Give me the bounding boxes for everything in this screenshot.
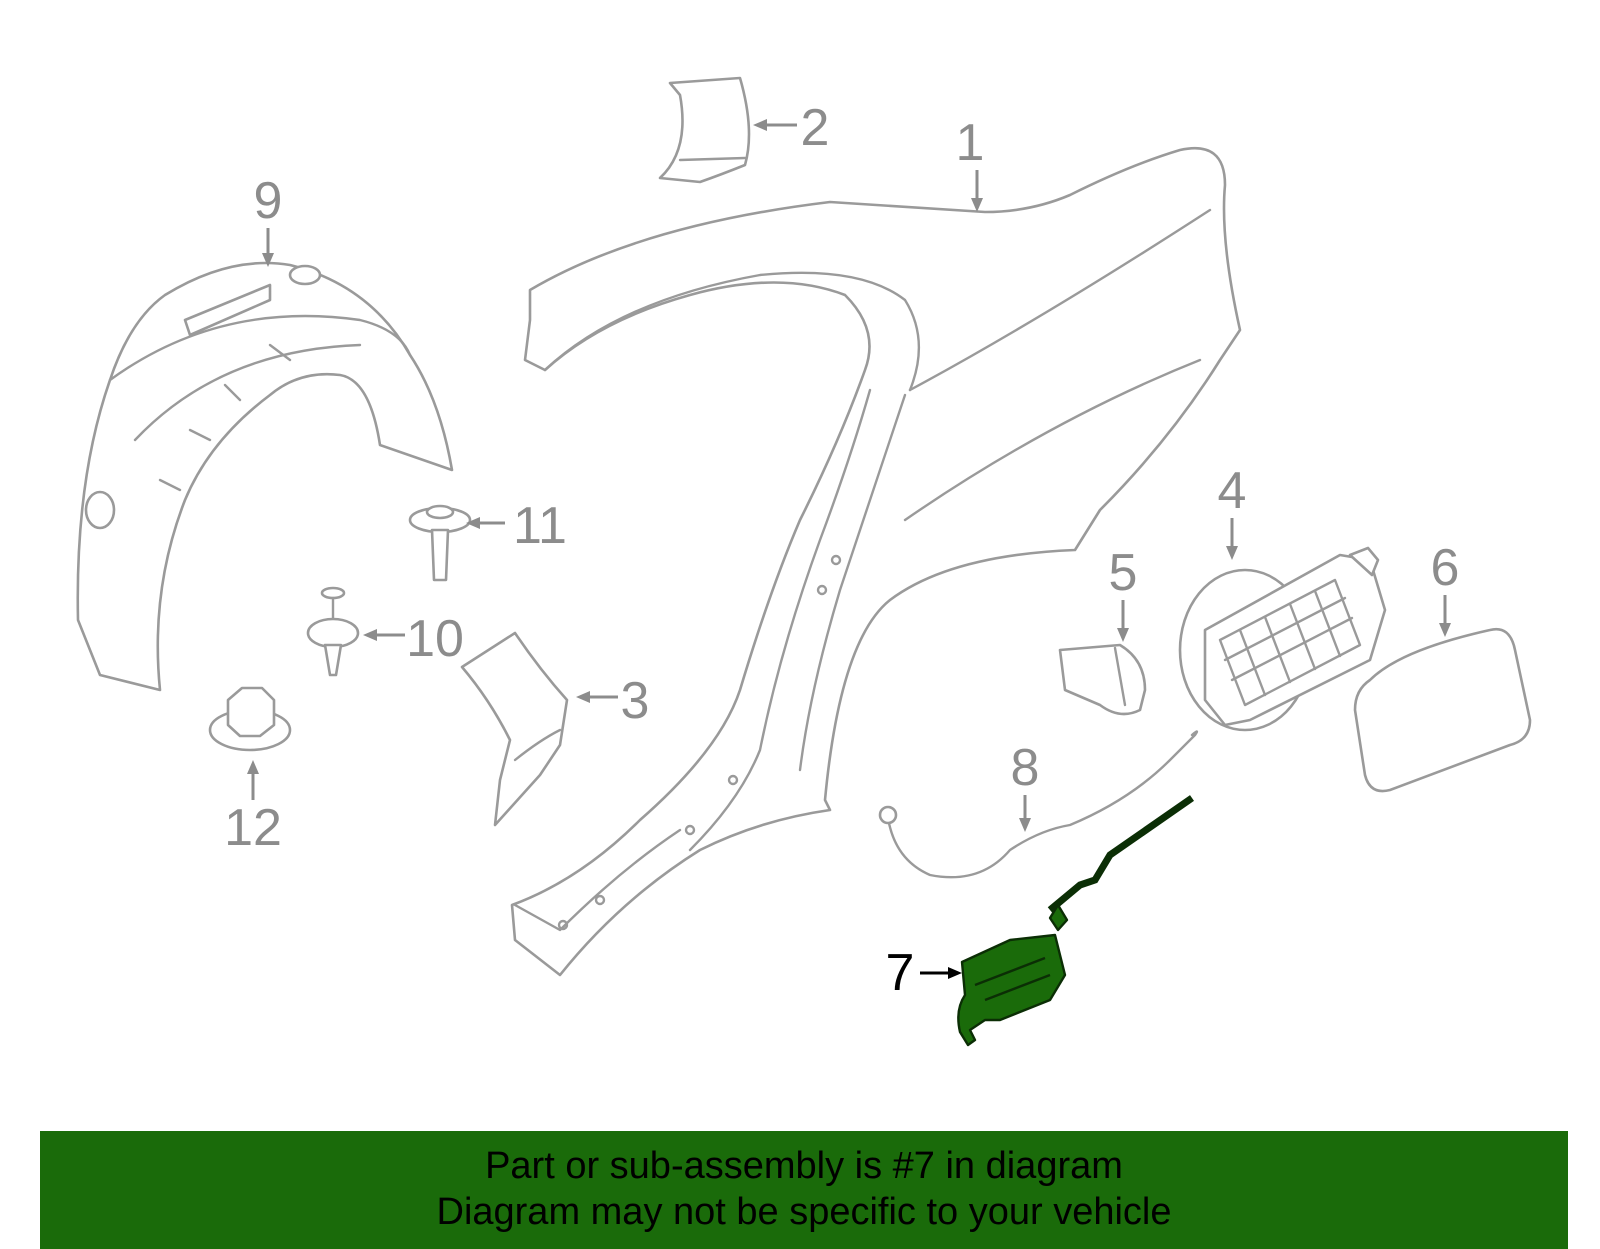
part-1-quarter-panel[interactable] — [510, 146, 1242, 977]
part-2-bracket[interactable] — [658, 76, 751, 184]
callout-11: 11 — [513, 497, 567, 555]
callout-4: 4 — [1218, 462, 1247, 520]
part-9-wheel-liner[interactable] — [76, 261, 454, 692]
callout-1: 1 — [956, 114, 985, 172]
callout-2: 2 — [801, 99, 830, 157]
part-12-nut[interactable] — [208, 686, 292, 752]
callout-10: 10 — [406, 610, 464, 668]
banner-line-2: Diagram may not be specific to your vehi… — [436, 1191, 1172, 1233]
part-5-plug[interactable] — [1058, 643, 1147, 716]
part-4-filler-housing[interactable] — [1178, 546, 1387, 732]
leader-arrows — [247, 119, 1451, 979]
callout-9: 9 — [254, 172, 283, 230]
callout-7: 7 — [886, 944, 915, 1002]
callout-12: 12 — [224, 799, 282, 857]
banner-line-1: Part or sub-assembly is #7 in diagram — [485, 1145, 1123, 1187]
callout-3: 3 — [621, 672, 650, 730]
part-7-actuator[interactable] — [957, 795, 1194, 1047]
part-8-cable[interactable] — [878, 730, 1199, 879]
callout-8: 8 — [1011, 739, 1040, 797]
callout-6: 6 — [1431, 539, 1460, 597]
part-10-clip[interactable] — [306, 586, 360, 677]
part-6-fuel-door[interactable] — [1353, 627, 1532, 793]
part-11-screw[interactable] — [408, 504, 472, 582]
callout-5: 5 — [1109, 544, 1138, 602]
part-3-bracket[interactable] — [460, 631, 569, 827]
info-banner: Part or sub-assembly is #7 in diagram Di… — [40, 1131, 1568, 1249]
